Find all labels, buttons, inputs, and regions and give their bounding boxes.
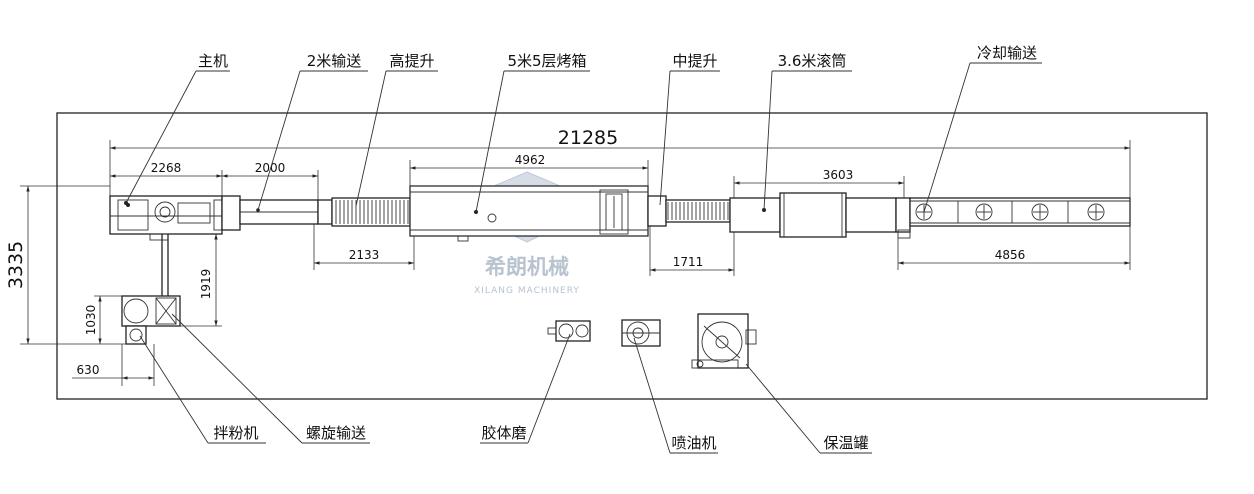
dim-oven: 4962 xyxy=(515,153,546,167)
dim-high-lift: 2133 xyxy=(349,248,380,262)
label-oil-sprayer: 喷油机 xyxy=(671,434,716,452)
label-drum: 3.6米滚筒 xyxy=(778,52,847,70)
cooling-fan-icon xyxy=(975,203,993,221)
dim-mixer-offset: 1919 xyxy=(199,269,213,300)
label-conveyor-2m: 2米输送 xyxy=(307,52,362,70)
dim-mixer-height: 1030 xyxy=(84,305,98,336)
label-mid-lift: 中提升 xyxy=(672,52,717,70)
drum-3-6m xyxy=(729,192,911,239)
label-main-machine: 主机 xyxy=(198,52,228,70)
label-screw-conveyor: 螺旋输送 xyxy=(306,424,366,442)
cooling-fan-icon xyxy=(1031,203,1049,221)
watermark-name-cn: 希朗机械 xyxy=(485,255,569,279)
dim-total-width: 3335 xyxy=(5,241,27,289)
label-cooling: 冷却输送 xyxy=(977,44,1037,62)
dim-total-length: 21285 xyxy=(558,127,618,149)
colloid-mill xyxy=(547,320,591,342)
high-lift xyxy=(331,193,445,229)
drawing-frame xyxy=(56,112,1208,400)
dim-main-machine: 2268 xyxy=(151,161,182,175)
watermark-name-en: XILANG MACHINERY xyxy=(474,286,580,296)
oil-sprayer xyxy=(621,319,661,347)
main-machine xyxy=(109,195,229,241)
dim-conveyor: 2000 xyxy=(255,161,286,175)
label-flour-mixer: 拌粉机 xyxy=(213,424,258,442)
cooling-conveyor xyxy=(909,197,1131,227)
label-colloid-mill: 胶体磨 xyxy=(481,424,526,442)
label-insulated-tank: 保温罐 xyxy=(823,434,868,452)
label-oven: 5米5层烤箱 xyxy=(507,52,586,70)
mid-lift xyxy=(647,195,731,227)
oven-5m-5-layer xyxy=(409,185,649,242)
insulated-tank xyxy=(691,313,757,369)
cooling-fan-icon xyxy=(1087,203,1105,221)
dim-mixer-width: 630 xyxy=(77,363,100,377)
dim-drum: 3603 xyxy=(823,168,854,182)
label-high-lift: 高提升 xyxy=(389,52,434,70)
dim-cooling: 4856 xyxy=(995,248,1026,262)
flour-mixer xyxy=(121,234,181,345)
dim-mid-lift: 1711 xyxy=(673,255,704,269)
conveyor-2m xyxy=(221,195,333,231)
